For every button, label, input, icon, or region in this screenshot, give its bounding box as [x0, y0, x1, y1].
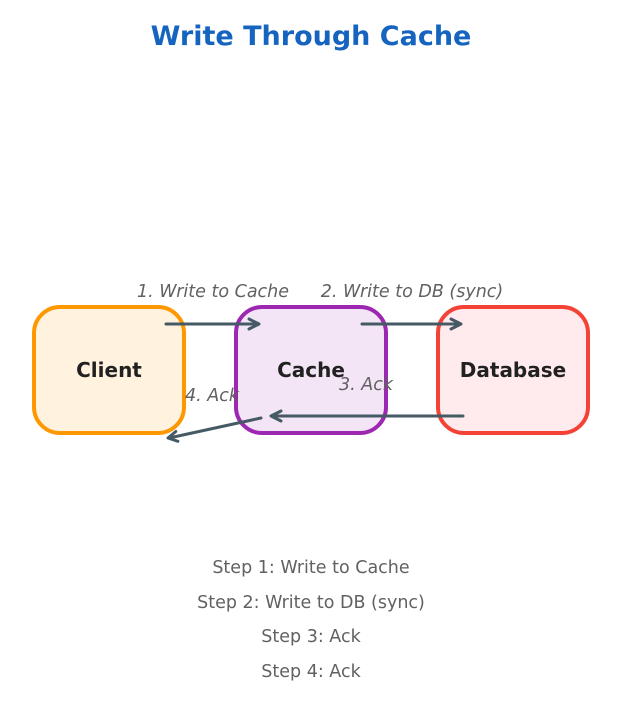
arrow-ack-db-to-cache-head [269, 409, 283, 423]
arrow-write-to-cache-head [247, 317, 261, 331]
cache-node-label: Cache [277, 358, 345, 382]
edge-label-ack-cache-to-client: 4. Ack [185, 386, 240, 406]
client-node-box [32, 305, 186, 435]
client-node: Client [32, 305, 186, 435]
edge-label-write-to-cache: 1. Write to Cache [137, 282, 289, 302]
arrow-ack-cache-to-client-line [167, 416, 263, 440]
client-node-label: Client [76, 358, 142, 382]
arrow-ack-db-to-cache [269, 409, 465, 423]
database-node: Database [436, 305, 590, 435]
cache-node: Cache [234, 305, 388, 435]
arrow-write-to-db [360, 317, 463, 331]
cache-node-box [234, 305, 388, 435]
edge-label-write-to-db: 2. Write to DB (sync) [321, 282, 504, 302]
step-item: Step 2: Write to DB (sync) [197, 593, 425, 613]
step-item: Step 1: Write to Cache [212, 558, 409, 578]
database-node-label: Database [460, 358, 566, 382]
diagram-title: Write Through Cache [151, 21, 472, 52]
database-node-box [436, 305, 590, 435]
step-item: Step 3: Ack [261, 627, 361, 647]
arrow-write-to-cache [164, 317, 261, 331]
step-item: Step 4: Ack [261, 662, 361, 682]
edge-label-ack-db-to-cache: 3. Ack [339, 375, 394, 395]
arrow-ack-cache-to-client [166, 416, 263, 443]
arrow-write-to-db-head [449, 317, 463, 331]
arrow-ack-cache-to-client-head [166, 430, 180, 443]
step-list: Step 1: Write to Cache Step 2: Write to … [197, 558, 425, 682]
